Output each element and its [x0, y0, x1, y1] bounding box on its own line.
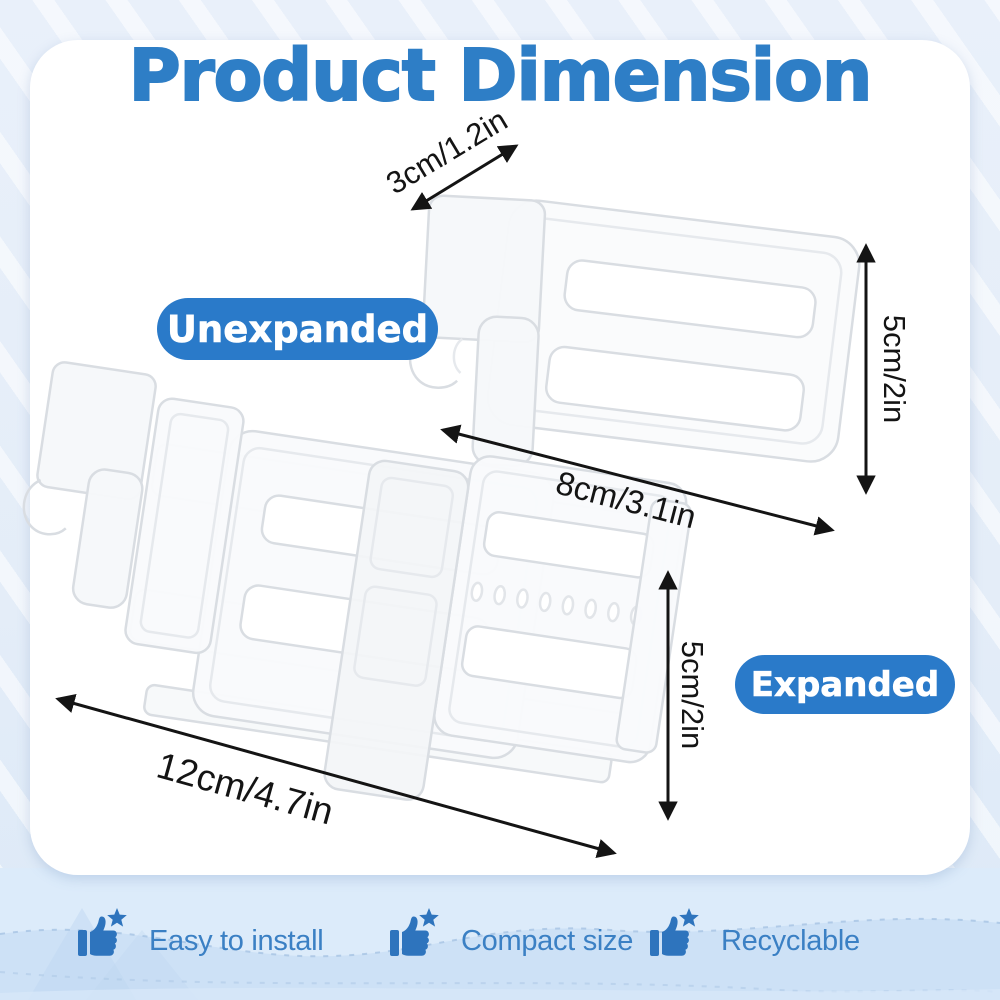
feature-recyclable: Recyclable: [648, 906, 860, 962]
thumbs-up-star-icon: [650, 908, 699, 956]
dimension-label-expanded-height: 5cm/2in: [675, 640, 710, 750]
thumbs-up-star-icon: [390, 908, 439, 956]
feature-easy-to-install: Easy to install: [76, 906, 324, 962]
feature-label: Easy to install: [149, 924, 324, 957]
dimension-label-unexpanded-height: 5cm/2in: [877, 314, 912, 424]
thumbs-up-star-icon: [78, 908, 127, 956]
feature-compact-size: Compact size: [388, 906, 633, 962]
page-title: Product Dimension: [128, 33, 874, 118]
feature-label: Compact size: [461, 924, 634, 957]
expanded-badge: Expanded: [735, 655, 955, 714]
feature-label: Recyclable: [721, 924, 860, 957]
bottom-band: [0, 868, 1000, 1000]
unexpanded-badge: Unexpanded: [157, 298, 438, 360]
